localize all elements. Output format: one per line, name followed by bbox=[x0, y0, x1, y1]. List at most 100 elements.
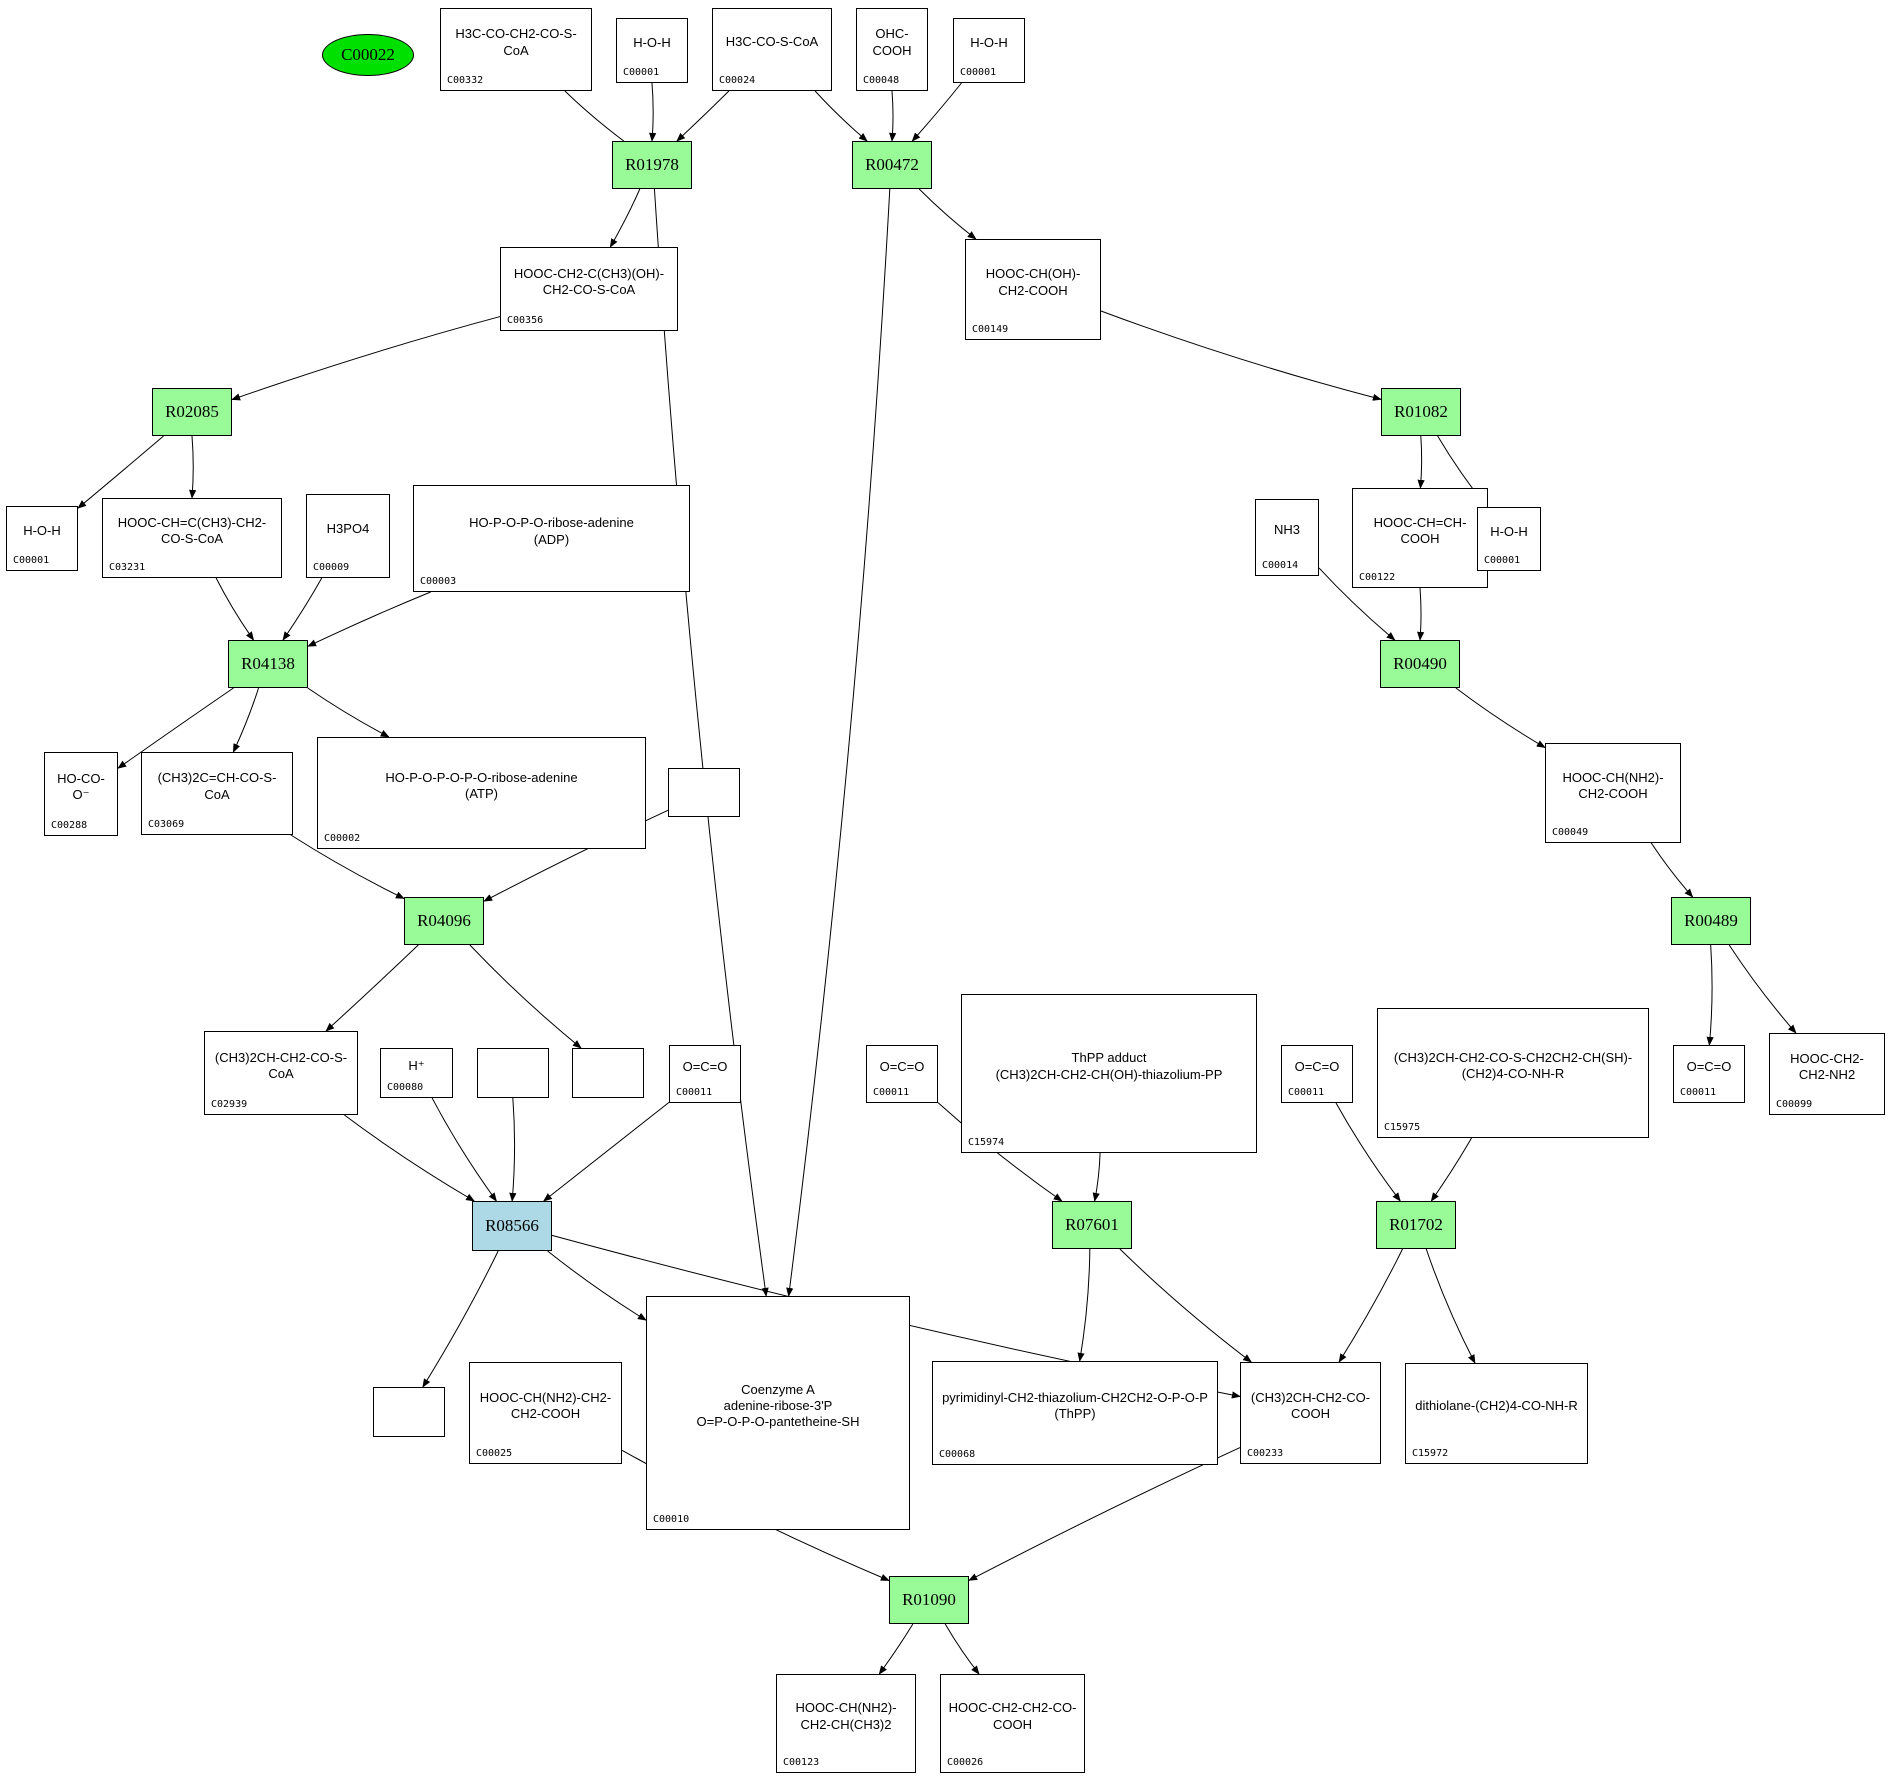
edge-n_C00011a-to-R08566 bbox=[543, 1101, 670, 1202]
structure-formula: O=C=O bbox=[1294, 1058, 1340, 1074]
compound-id: C00080 bbox=[387, 1082, 424, 1093]
edge-R01978-to-n_C00356 bbox=[609, 188, 641, 248]
structure-formula: (CH3)2CH-CH2-CO-S-CH2CH2-CH(SH)-(CH2)4-C… bbox=[1393, 1049, 1633, 1081]
edge-R04096-to-n_empty3 bbox=[469, 944, 582, 1049]
edge-R04096-to-n_C02939 bbox=[325, 944, 419, 1032]
structure-formula: (CH3)2CH-CH2-CO-COOH bbox=[1250, 1389, 1371, 1421]
edge-R04138-to-n_C00288 bbox=[117, 687, 234, 769]
compound-node-c00068[interactable]: pyrimidinyl-CH2-thiazolium-CH2CH2-O-P-O-… bbox=[932, 1361, 1218, 1465]
reaction-node-r01082[interactable]: R01082 bbox=[1381, 388, 1461, 436]
compound-node-c00288[interactable]: HO-CO-O⁻C00288 bbox=[44, 752, 118, 836]
reaction-node-r01090[interactable]: R01090 bbox=[889, 1576, 969, 1624]
edge-n_C00024-to-R00472 bbox=[814, 90, 868, 142]
compound-node-c15975[interactable]: (CH3)2CH-CH2-CO-S-CH2CH2-CH(SH)-(CH2)4-C… bbox=[1377, 1008, 1649, 1138]
reaction-node-r01978[interactable]: R01978 bbox=[612, 141, 692, 189]
edge-n_empty1-to-R04096 bbox=[483, 809, 669, 902]
compound-node-c00010[interactable]: Coenzyme A adenine-ribose-3'P O=P-O-P-O-… bbox=[646, 1296, 910, 1530]
edge-n_C00014-to-R00490 bbox=[1318, 567, 1396, 641]
compound-id: C00123 bbox=[783, 1757, 820, 1768]
compound-node-c00080[interactable]: H⁺ C00080 bbox=[380, 1048, 453, 1098]
compound-node-c00003[interactable]: HO-P-O-P-O-ribose-adenine (ADP)C00003 bbox=[413, 485, 690, 592]
structure-formula: HOOC-CH=CH-COOH bbox=[1373, 514, 1467, 546]
structure-formula: H3C-CO-S-CoA bbox=[725, 34, 819, 50]
edge-n_C00122-to-R00490 bbox=[1417, 587, 1425, 641]
reaction-node-r01702[interactable]: R01702 bbox=[1376, 1201, 1456, 1249]
compound-id: C00001 bbox=[623, 67, 660, 78]
empty-compound-node[interactable] bbox=[572, 1048, 644, 1098]
reaction-node-r04096[interactable]: R04096 bbox=[404, 897, 484, 945]
structure-formula: HOOC-CH2-CH2-CO-COOH bbox=[948, 1700, 1077, 1732]
start-compound-node[interactable]: C00022 bbox=[322, 34, 414, 76]
compound-id: C00122 bbox=[1359, 572, 1396, 583]
edge-n_C00001b-to-R00472 bbox=[911, 82, 962, 142]
edge-n_empty2-to-R08566 bbox=[509, 1097, 517, 1202]
compound-id: C00011 bbox=[1680, 1087, 1717, 1098]
structure-formula: (CH3)2C=CH-CO-S-CoA bbox=[157, 770, 277, 802]
structure-formula: (CH3)2CH-CH2-CO-S-CoA bbox=[214, 1049, 348, 1081]
compound-id: C00011 bbox=[676, 1087, 713, 1098]
compound-id: C00001 bbox=[1484, 555, 1521, 566]
reaction-node-r08566[interactable]: R08566 bbox=[472, 1201, 552, 1251]
structure-formula: H⁺ bbox=[408, 1057, 425, 1073]
edge-R01702-to-n_C15972 bbox=[1425, 1248, 1476, 1364]
reaction-node-r00490[interactable]: R00490 bbox=[1380, 640, 1460, 688]
edge-n_C00049-to-R00489 bbox=[1650, 842, 1694, 898]
reaction-label: R02085 bbox=[165, 402, 219, 421]
edge-R02085-to-n_C00001c bbox=[77, 435, 164, 509]
reaction-node-r07601[interactable]: R07601 bbox=[1052, 1201, 1132, 1249]
reaction-node-r04138[interactable]: R04138 bbox=[228, 640, 308, 688]
edge-n_C00149-to-R01082 bbox=[1100, 310, 1382, 401]
structure-formula: HOOC-CH=C(CH3)-CH2-CO-S-CoA bbox=[117, 514, 267, 546]
edge-n_C15975-to-R01702 bbox=[1430, 1137, 1472, 1202]
empty-compound-node[interactable] bbox=[477, 1048, 549, 1098]
compound-id: C02939 bbox=[211, 1099, 248, 1110]
edge-n_C02939-to-R08566 bbox=[344, 1114, 476, 1202]
compound-node-c02939[interactable]: (CH3)2CH-CH2-CO-S-CoA C02939 bbox=[204, 1031, 358, 1115]
compound-id: C00288 bbox=[51, 820, 88, 831]
reaction-node-r00472[interactable]: R00472 bbox=[852, 141, 932, 189]
structure-formula: NH3 bbox=[1273, 522, 1300, 538]
reaction-node-r02085[interactable]: R02085 bbox=[152, 388, 232, 436]
compound-id: C00048 bbox=[863, 75, 900, 86]
reaction-label: R04096 bbox=[417, 911, 471, 930]
compound-id: C03231 bbox=[109, 562, 146, 573]
structure-formula: H3PO4 bbox=[326, 520, 370, 536]
structure-formula: dithiolane-(CH2)4-CO-NH-R bbox=[1415, 1398, 1578, 1414]
edge-R01090-to-n_C00026 bbox=[944, 1623, 980, 1675]
compound-node-c00122[interactable]: HOOC-CH=CH-COOH C00122 bbox=[1352, 488, 1488, 588]
compound-node-c00002[interactable]: HO-P-O-P-O-P-O-ribose-adenine (ATP)C0000… bbox=[317, 737, 646, 849]
compound-node-c15974[interactable]: ThPP adduct (CH3)2CH-CH2-CH(OH)-thiazoli… bbox=[961, 994, 1257, 1153]
compound-id: C00049 bbox=[1552, 827, 1589, 838]
compound-id: C15974 bbox=[968, 1137, 1005, 1148]
reaction-node-r00489[interactable]: R00489 bbox=[1671, 897, 1751, 945]
compound-id: C00356 bbox=[507, 315, 544, 326]
compound-node-c03231[interactable]: HOOC-CH=C(CH3)-CH2-CO-S-CoA C03231 bbox=[102, 498, 282, 578]
empty-compound-node[interactable] bbox=[373, 1387, 445, 1437]
empty-compound-node[interactable] bbox=[668, 768, 740, 817]
compound-id: C00149 bbox=[972, 324, 1009, 335]
reaction-label: R00472 bbox=[865, 155, 919, 174]
